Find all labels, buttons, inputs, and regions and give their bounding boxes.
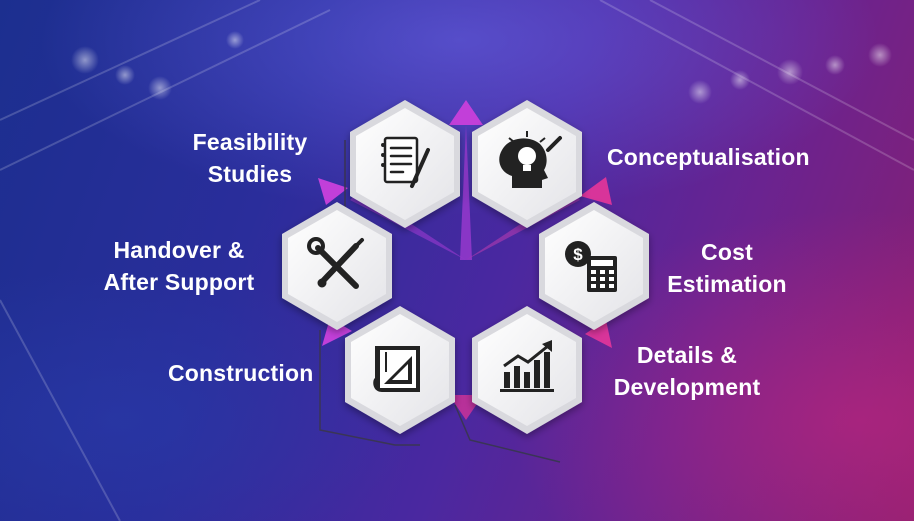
wrench-screwdriver-icon (307, 237, 364, 289)
step-label-handover: Handover & After Support (103, 237, 255, 295)
hex-details[interactable] (472, 306, 582, 434)
blueprint-ruler-icon (373, 346, 420, 392)
svg-text:$: $ (573, 245, 583, 264)
step-label-conceptualisation: Conceptualisation (607, 144, 810, 170)
stadium-lights (71, 31, 892, 104)
step-label-cost-estimation: Cost Estimation (667, 239, 787, 297)
head-lightbulb-icon (499, 131, 562, 188)
dollar-calculator-icon: $ (565, 241, 617, 292)
step-label-feasibility: Feasibility Studies (192, 129, 308, 187)
step-label-construction: Construction (168, 360, 314, 386)
document-pencil-icon (381, 136, 430, 188)
growth-chart-icon (500, 340, 554, 392)
step-label-details-development: Details & Development (613, 342, 761, 400)
